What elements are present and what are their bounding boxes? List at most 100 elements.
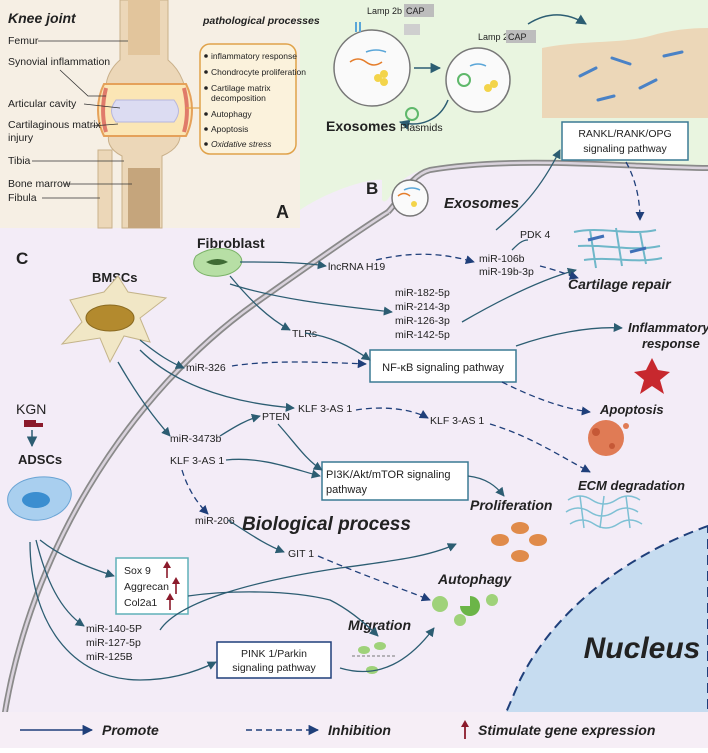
- panel-a-title: Knee joint: [8, 10, 77, 26]
- pi3k-label-2: pathway: [326, 484, 367, 496]
- cap-label-2: CAP: [508, 32, 527, 42]
- process-oxidative-stress: Oxidative stress: [211, 139, 272, 149]
- nucleus-shape: [503, 524, 708, 716]
- aggrecan-label: Aggrecan: [124, 581, 169, 593]
- legend-promote-label: Promote: [102, 722, 159, 738]
- autophagy-icon: [432, 594, 498, 626]
- mir140-label: miR-140-5P: [86, 623, 142, 635]
- mir142-label: miR-142-5p: [395, 329, 450, 341]
- biological-process-label: Biological process: [242, 514, 411, 535]
- inflammation-icon: [634, 358, 670, 394]
- legend: Promote Inhibition Stimulate gene expres…: [20, 720, 655, 739]
- cartilage-tissue: [542, 28, 708, 118]
- mir126-label: miR-126-3p: [395, 315, 450, 327]
- process-apoptosis: Apoptosis: [211, 124, 248, 134]
- process-autophagy: Autophagy: [211, 109, 252, 119]
- label-cartilaginous-matrix: Cartilaginous matrix: [8, 119, 102, 131]
- label-injury: injury: [8, 132, 34, 144]
- nfkb-pathway-box: [369, 349, 517, 383]
- membrane-exosome: [391, 179, 429, 217]
- klf3as1-label-2: KLF 3-AS 1: [430, 415, 484, 427]
- nfkb-label: NF-κB signaling pathway: [382, 362, 504, 374]
- ecm-icon: [565, 495, 643, 529]
- nucleus-label: Nucleus: [584, 632, 701, 665]
- pink1-label-2: signaling pathway: [232, 662, 316, 674]
- cap-label-1: CAP: [406, 6, 425, 16]
- panel-b: Lamp 2b CAP Lamp 2b CAP Plasmids Exosome…: [326, 4, 708, 198]
- inflammatory-label-1: Inflammatory: [628, 320, 708, 335]
- bmscs-label: BMSCs: [92, 270, 138, 285]
- process-cartilage-matrix: Cartilage matrix: [211, 83, 271, 93]
- lamp2b-label-1: Lamp 2b: [367, 6, 402, 16]
- exosomes-label-c: Exosomes: [444, 195, 519, 212]
- col2a1-label: Col2a1: [124, 597, 157, 609]
- rankl-label-1: RANKL/RANK/OPG: [578, 128, 671, 140]
- mir206-label: miR-206: [195, 515, 235, 527]
- panel-b-letter: B: [366, 179, 378, 198]
- mir127-label: miR-127-5p: [86, 637, 141, 649]
- label-fibula: Fibula: [8, 192, 37, 204]
- panel-a-letter: A: [276, 202, 289, 222]
- lamp2b-label-2: Lamp 2b: [478, 32, 513, 42]
- proliferation-label: Proliferation: [470, 497, 552, 513]
- mir106b-label: miR-106b: [479, 253, 525, 265]
- cartilage-repair-icon: [573, 227, 663, 269]
- stimulate-arrows: [163, 561, 180, 610]
- fibroblast-label: Fibroblast: [197, 235, 265, 251]
- label-femur: Femur: [8, 35, 39, 47]
- panel-c-letter: C: [16, 249, 28, 268]
- label-synovial-inflammation: Synovial inflammation: [8, 56, 110, 68]
- process-decomposition: decomposition: [211, 93, 266, 103]
- mir182-label: miR-182-5p: [395, 287, 450, 299]
- cartilage-repair-label: Cartilage repair: [568, 276, 672, 292]
- pdk4-label: PDK 4: [520, 229, 551, 241]
- ecm-degradation-label: ECM degradation: [578, 478, 685, 493]
- autophagy-label: Autophagy: [437, 571, 512, 587]
- klf3as1-label-1: KLF 3-AS 1: [298, 403, 352, 415]
- mir19b-label: miR-19b-3p: [479, 266, 534, 278]
- proliferation-icon: [491, 522, 547, 562]
- legend-inhibition-label: Inhibition: [328, 722, 391, 738]
- label-bone-marrow: Bone marrow: [8, 178, 71, 190]
- pten-label: PTEN: [262, 411, 290, 423]
- label-articular-cavity: Articular cavity: [8, 98, 77, 110]
- adscs-label: ADSCs: [18, 452, 62, 467]
- tlrs-label: TLRs: [292, 328, 317, 340]
- inhibition-arrows: [181, 161, 645, 602]
- pink1-label-1: PINK 1/Parkin: [241, 648, 307, 660]
- lncrna-h19-label: lncRNA H19: [328, 261, 385, 273]
- exosomes-label-b: Exosomes: [326, 118, 396, 134]
- plasmids-label: Plasmids: [400, 122, 443, 134]
- git1-label: GIT 1: [288, 548, 314, 560]
- klf3as1-label-3: KLF 3-AS 1: [170, 455, 224, 467]
- rankl-pathway-box: [561, 121, 689, 161]
- exosome-vesicle-2: [445, 47, 511, 113]
- mir3473b-label: miR-3473b: [170, 433, 222, 445]
- bone-marrow: [128, 168, 160, 228]
- apoptosis-label: Apoptosis: [599, 402, 664, 417]
- migration-icon: [352, 642, 396, 674]
- process-inflammatory: inflammatory response: [211, 51, 297, 61]
- promote-arrows: [29, 149, 623, 681]
- legend-stimulate-label: Stimulate gene expression: [478, 722, 655, 738]
- pathological-process-box: [199, 43, 297, 155]
- articular-cavity: [111, 99, 179, 123]
- kgn-label: KGN: [16, 401, 46, 417]
- fibula-bone: [97, 149, 113, 229]
- rankl-label-2: signaling pathway: [583, 143, 667, 155]
- mir214-label: miR-214-3p: [395, 301, 450, 313]
- migration-label: Migration: [348, 617, 411, 633]
- apoptosis-icon: [588, 420, 624, 456]
- panel-a-subtitle: pathological processes: [202, 15, 320, 27]
- sox9-label: Sox 9: [124, 565, 151, 577]
- label-tibia: Tibia: [8, 155, 31, 167]
- panel-a: Knee joint pathological processes Femur …: [8, 0, 320, 229]
- process-proliferation: Chondrocyte proliferation: [211, 67, 306, 77]
- mir326-label: miR-326: [186, 362, 226, 374]
- exosome-vesicle-1: [333, 29, 411, 107]
- legend-bar: [0, 712, 708, 748]
- inflammatory-label-2: response: [642, 336, 700, 351]
- panel-c: C Exosomes RANKL/RANK/OPG signaling path…: [7, 121, 708, 681]
